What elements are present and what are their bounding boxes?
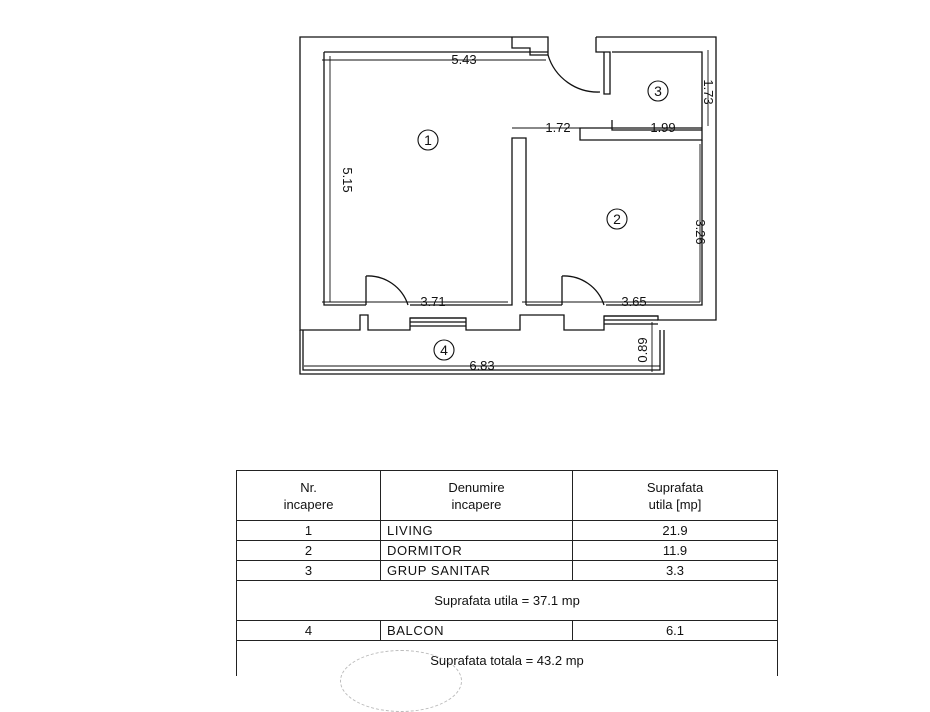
row-nr: 2 [237, 541, 381, 560]
row-nr: 1 [237, 521, 381, 540]
room-label-1: 1 [424, 132, 432, 148]
door-living [365, 275, 409, 306]
row-area: 21.9 [662, 523, 688, 538]
stamp-mark [340, 650, 462, 712]
table-row: 3 GRUP SANITAR 3.3 [237, 561, 777, 581]
dim-dormitor-top: 1.72 [545, 120, 570, 135]
window-living [410, 317, 466, 327]
door-entrance [547, 54, 601, 93]
room-label-3: 3 [654, 83, 662, 99]
header-area-line2: utila [mp] [648, 496, 702, 512]
useful-total: Suprafata utila = 37.1 mp [434, 593, 580, 608]
dim-living-bottom: 3.71 [420, 294, 445, 309]
useful-total-row: Suprafata utila = 37.1 mp [237, 581, 777, 621]
dim-living-width: 5.43 [451, 52, 476, 67]
header-area-line1: Suprafata [646, 479, 704, 495]
table-row: 1 LIVING 21.9 [237, 521, 777, 541]
row-nr: 3 [237, 561, 381, 580]
header-name-line2: incapere [451, 496, 502, 512]
row-nr: 4 [237, 621, 381, 640]
header-nr-line2: incapere [283, 496, 334, 512]
row-name: GRUP SANITAR [381, 561, 573, 580]
grand-total: Suprafata totala = 43.2 mp [430, 652, 584, 668]
dim-living-height: 5.15 [340, 167, 355, 192]
dim-sanitar-height: 1.73 [701, 79, 716, 104]
header-nr-line1: Nr. [300, 479, 317, 495]
window-dormitor [604, 315, 658, 325]
room-label-4: 4 [440, 342, 448, 358]
dim-dormitor-bottom: 3.65 [621, 294, 646, 309]
row-name: LIVING [381, 521, 573, 540]
balcony-outline [299, 330, 665, 375]
inner-wall-living [323, 51, 548, 306]
row-area: 6.1 [665, 623, 685, 638]
header-name-line1: Denumire [448, 479, 505, 495]
floor-plan: 1 2 3 4 5.43 5.15 3.71 1.72 1.99 1.73 3.… [299, 36, 717, 375]
header-nr: Nr.incapere [237, 471, 381, 520]
inner-wall-dormitor [526, 140, 703, 306]
row-name: DORMITOR [381, 541, 573, 560]
table-row: 4 BALCON 6.1 [237, 621, 777, 641]
dim-balcon-width: 6.83 [469, 358, 494, 373]
dim-dormitor-height: 3.26 [693, 219, 708, 244]
door-dormitor [561, 275, 605, 306]
outer-wall [299, 36, 717, 331]
row-area: 11.9 [662, 543, 688, 558]
table-row: 2 DORMITOR 11.9 [237, 541, 777, 561]
inner-wall-sanitar [579, 37, 703, 141]
row-name: BALCON [381, 621, 573, 640]
row-area: 3.3 [665, 563, 685, 578]
room-label-2: 2 [613, 211, 621, 227]
dim-balcon-depth: 0.89 [635, 337, 650, 362]
dim-sanitar-bottom: 1.99 [650, 120, 675, 135]
